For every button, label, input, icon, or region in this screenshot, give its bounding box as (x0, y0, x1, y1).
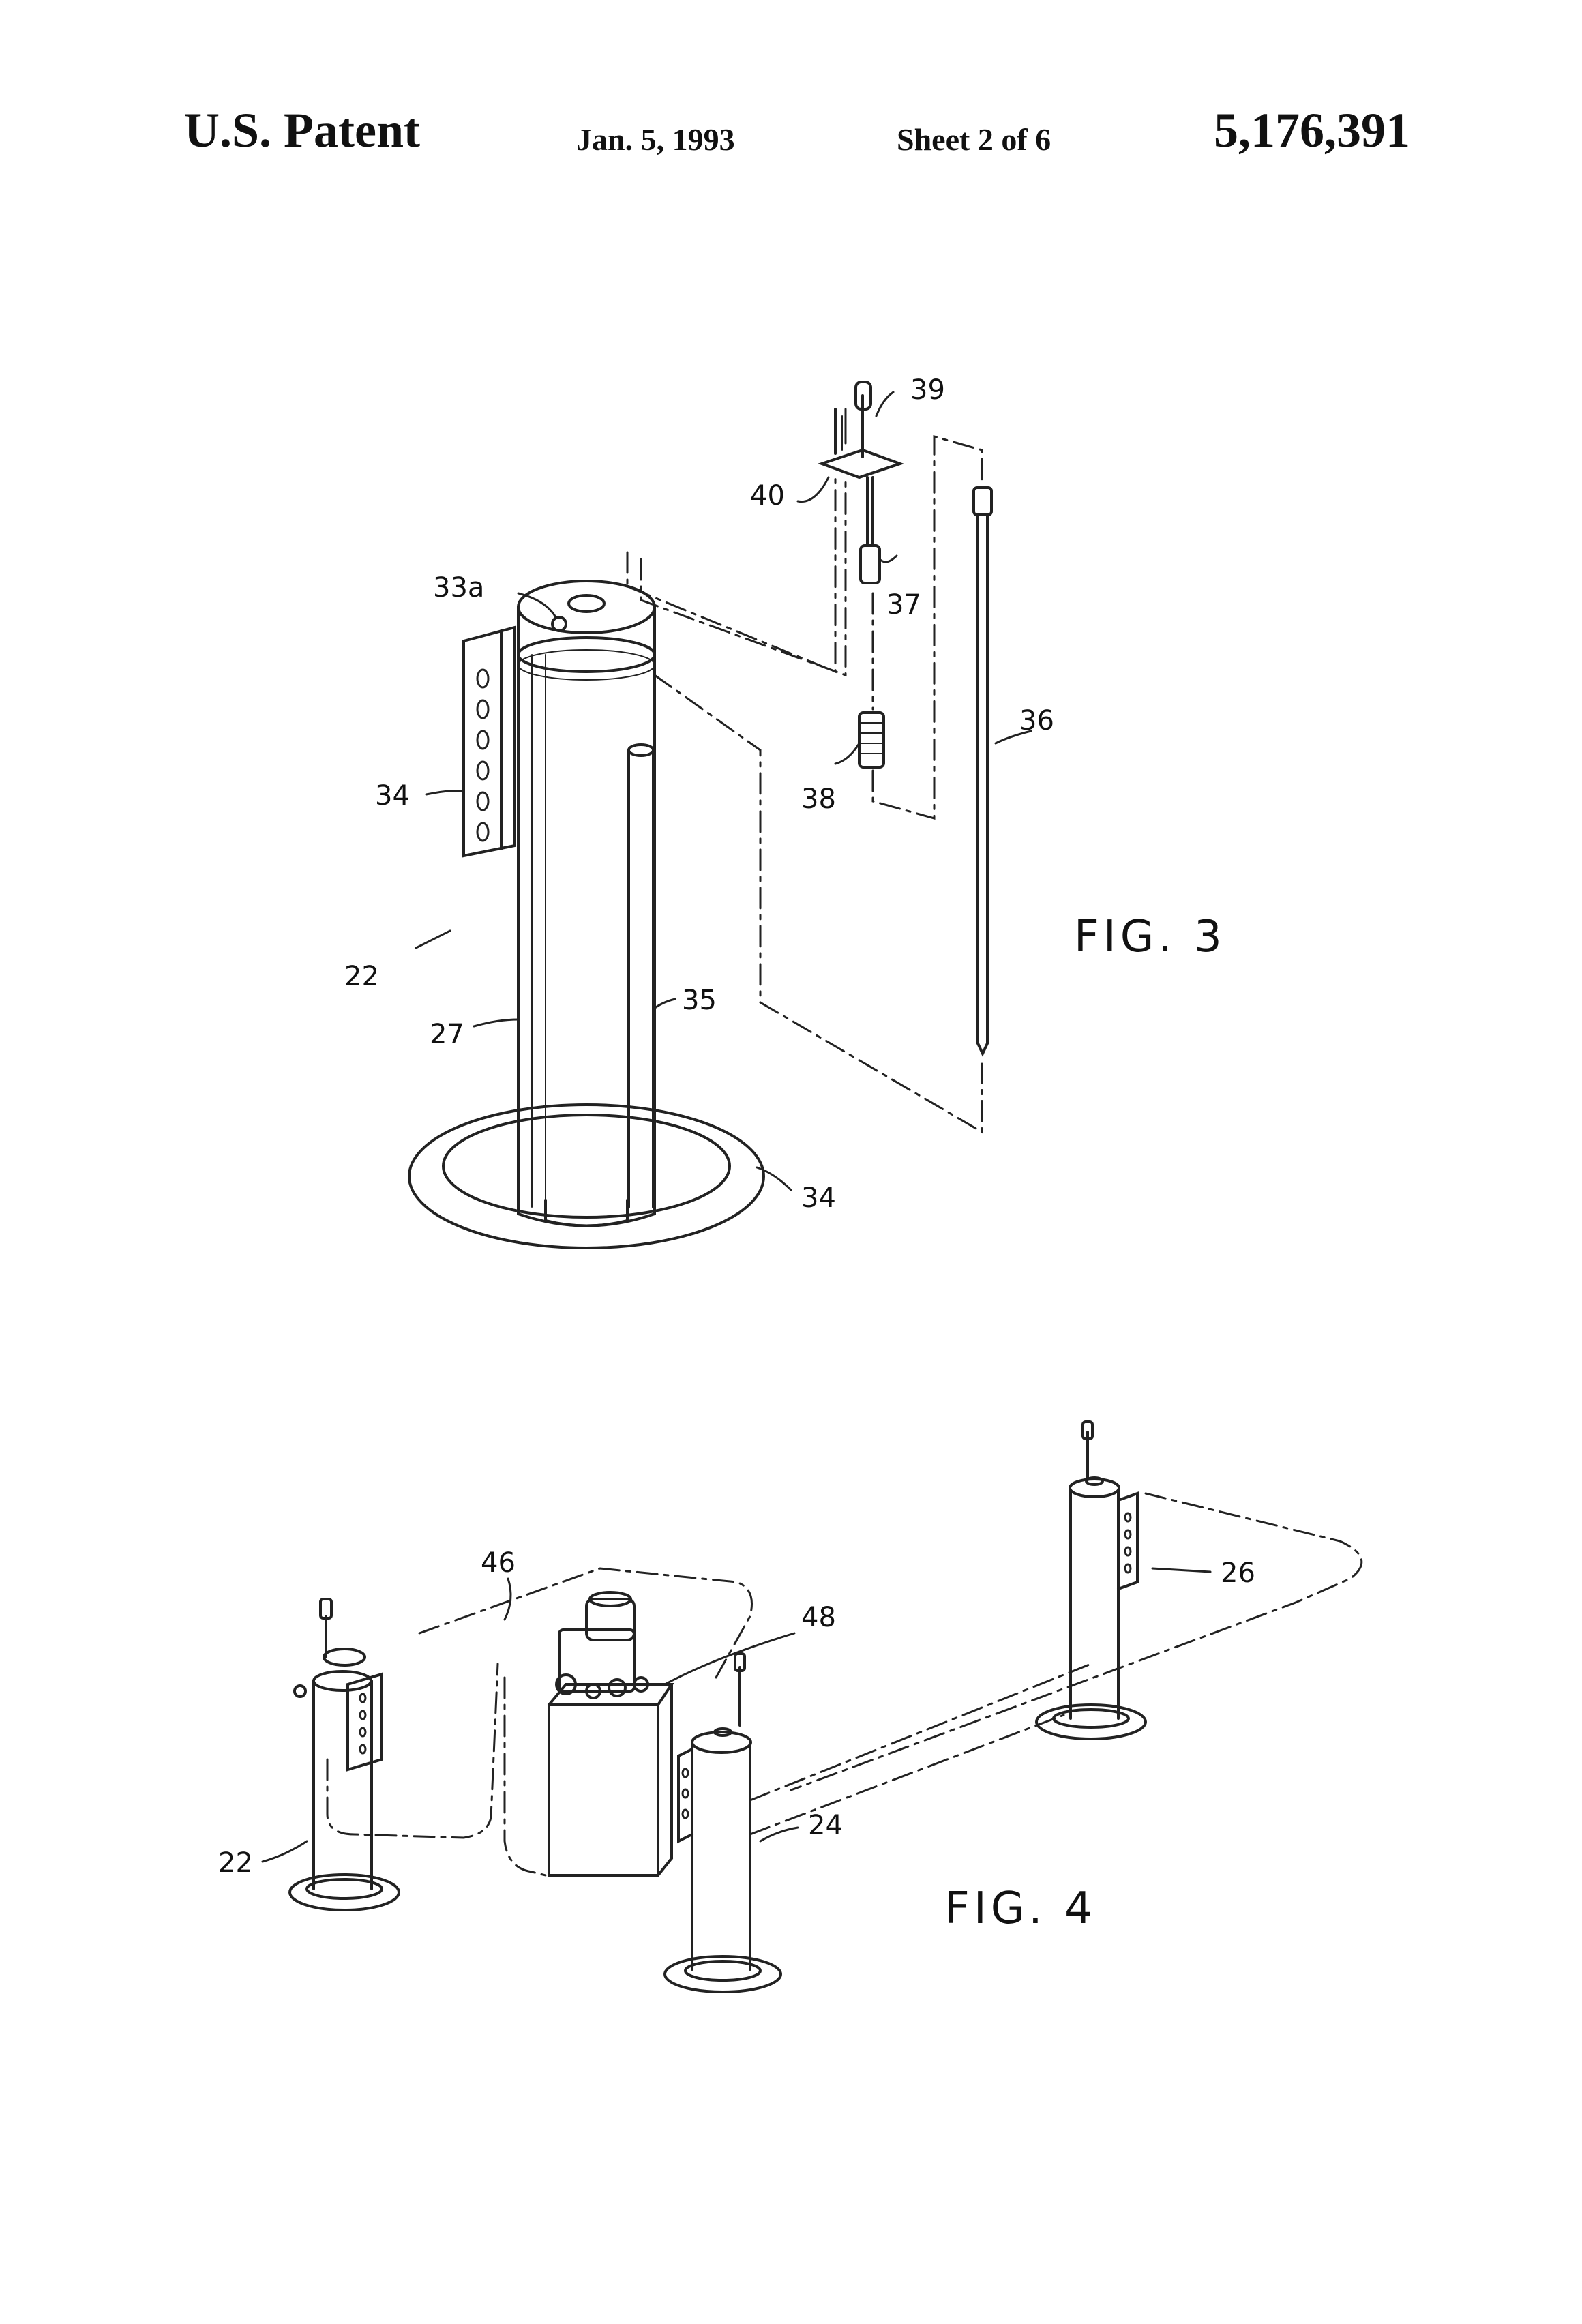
ref-46: 46 (481, 1547, 516, 1579)
ref-22: 22 (344, 961, 379, 992)
patent-number: 5,176,391 (1214, 103, 1410, 158)
ref-22-fig4: 22 (218, 1847, 253, 1879)
ref-27: 27 (430, 1019, 464, 1050)
ref-33a: 33a (433, 572, 484, 604)
fig4-label: FIG. 4 (944, 1883, 1096, 1934)
fig4-jack-22 (288, 1598, 400, 1911)
sheet-number: Sheet 2 of 6 (897, 122, 1051, 157)
ref-48: 48 (801, 1602, 836, 1633)
ref-35: 35 (682, 985, 717, 1016)
ref-34-bracket: 34 (375, 780, 410, 811)
ref-34-base: 34 (801, 1182, 836, 1214)
patent-header-left: U.S. Patent (184, 103, 420, 158)
fig4-jack-26 (1035, 1420, 1147, 1740)
ref-37: 37 (886, 589, 921, 621)
ref-39: 39 (910, 374, 945, 406)
ref-40: 40 (750, 480, 785, 511)
ref-24: 24 (808, 1810, 843, 1841)
ref-26: 26 (1221, 1558, 1255, 1589)
fig3-label: FIG. 3 (1074, 912, 1226, 962)
ref-36: 36 (1019, 705, 1054, 736)
fig4-pump-unit (548, 1591, 674, 1877)
patent-date: Jan. 5, 1993 (576, 122, 735, 157)
ref-38: 38 (801, 784, 836, 815)
fig4-jack-24 (663, 1652, 782, 1993)
fig3-jack-assembly (408, 381, 993, 1249)
